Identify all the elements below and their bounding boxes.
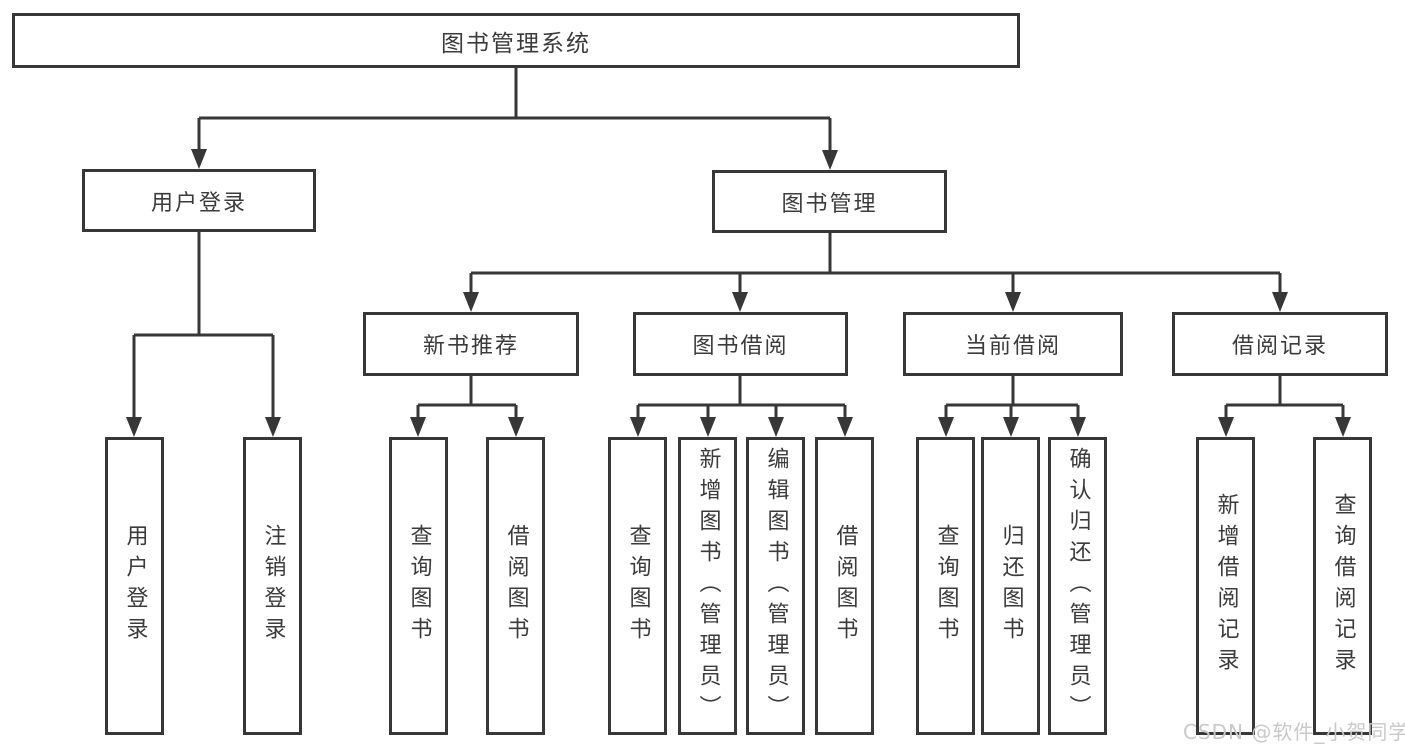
leaf-label: 查询借阅记录 [1330, 493, 1356, 679]
node-label: 新书推荐 [422, 334, 519, 359]
node-new-book-recommend: 新书推荐 [363, 312, 579, 376]
arrowheads [126, 149, 1351, 437]
node-label: 图书管理 [781, 191, 878, 217]
node-book-borrow: 图书借阅 [633, 312, 848, 376]
leaf-query-borrow-record: 查询借阅记录 [1313, 437, 1372, 735]
leaf-return-books: 归还图书 [981, 437, 1040, 735]
leaf-confirm-return-admin: 确认归还（管理员） [1048, 437, 1107, 735]
node-label: 用户登录 [150, 190, 247, 216]
leaf-query-books-current: 查询图书 [916, 437, 975, 735]
leaf-edit-books-admin: 编辑图书（管理员） [746, 437, 805, 735]
leaf-query-books-borrow: 查询图书 [608, 437, 667, 735]
node-user-login: 用户登录 [82, 169, 316, 232]
leaf-label: 归还图书 [998, 524, 1024, 648]
leaf-borrow-books: 借阅图书 [815, 437, 874, 735]
leaf-add-borrow-record: 新增借阅记录 [1196, 437, 1255, 735]
node-label: 当前借阅 [964, 334, 1061, 359]
leaf-logout: 注销登录 [243, 437, 302, 735]
leaf-query-books-recommend: 查询图书 [389, 437, 448, 735]
leaf-borrow-books-recommend: 借阅图书 [486, 437, 545, 735]
node-label: 借阅记录 [1231, 334, 1328, 359]
node-library-management-system: 图书管理系统 [12, 13, 1020, 68]
node-label: 图书借阅 [692, 334, 789, 359]
leaf-label: 确认归还（管理员） [1065, 446, 1091, 726]
leaf-label: 注销登录 [260, 524, 286, 648]
leaf-label: 借阅图书 [832, 524, 858, 648]
leaf-label: 新增图书（管理员） [695, 446, 721, 726]
node-label: 图书管理系统 [441, 30, 591, 57]
leaf-label: 查询图书 [625, 524, 651, 648]
leaf-label: 查询图书 [933, 524, 959, 648]
csdn-watermark: CSDN @软件_小贺同学 [1183, 720, 1405, 744]
leaf-label: 编辑图书（管理员） [763, 446, 789, 726]
leaf-label: 查询图书 [406, 524, 432, 648]
leaf-label: 新增借阅记录 [1213, 493, 1239, 679]
leaf-label: 用户登录 [122, 524, 148, 648]
node-current-borrow: 当前借阅 [903, 312, 1123, 376]
node-book-management: 图书管理 [712, 170, 947, 233]
leaf-label: 借阅图书 [503, 524, 529, 648]
leaf-user-login: 用户登录 [105, 437, 164, 735]
leaf-add-books-admin: 新增图书（管理员） [678, 437, 737, 735]
node-borrow-records: 借阅记录 [1172, 312, 1388, 376]
